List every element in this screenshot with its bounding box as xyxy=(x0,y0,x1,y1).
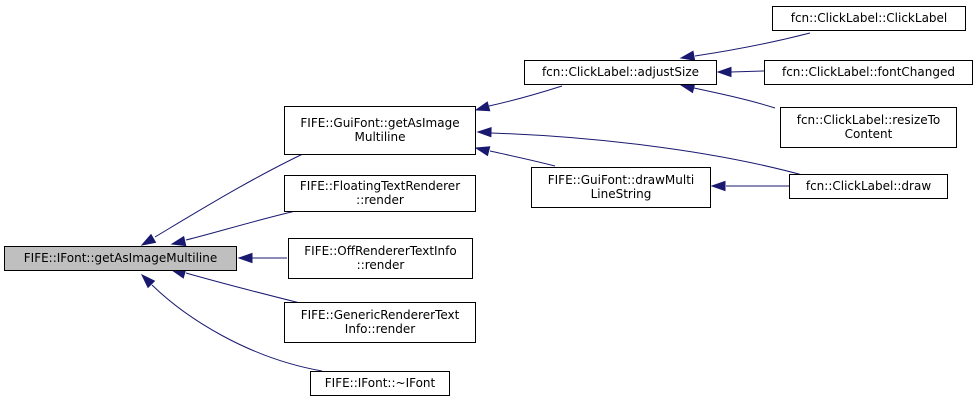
node-root[interactable]: FIFE::IFont::getAsImageMultiline xyxy=(4,246,237,271)
edge-line xyxy=(694,32,811,57)
node-adjustsize[interactable]: fcn::ClickLabel::adjustSize xyxy=(524,60,717,85)
nodes-layer: FIFE::IFont::getAsImageMultiline FIFE::Gu… xyxy=(4,6,973,396)
edge-arrowhead xyxy=(710,180,726,192)
node-fontchanged[interactable]: fcn::ClickLabel::fontChanged xyxy=(764,60,973,85)
edge-arrowhead xyxy=(679,50,696,61)
node-label-line: FIFE::GenericRendererText xyxy=(301,308,460,322)
node-box xyxy=(288,238,473,279)
edge-line xyxy=(693,87,776,109)
node-offrenderer[interactable]: FIFE::OffRendererTextInfo::render xyxy=(288,238,473,279)
edge-offrenderer-to-root xyxy=(237,252,287,264)
edge-line xyxy=(730,70,765,73)
edge-draw-to-guifont_getasimage xyxy=(476,127,807,177)
node-clicklabel_ctor[interactable]: fcn::ClickLabel::ClickLabel xyxy=(772,6,966,31)
node-floating[interactable]: FIFE::FloatingTextRenderer::render xyxy=(284,175,476,212)
node-label-line: fcn::ClickLabel::fontChanged xyxy=(782,65,955,79)
node-label-line: Content xyxy=(845,127,893,141)
node-label-line: fcn::ClickLabel::resizeTo xyxy=(797,113,941,127)
edge-line xyxy=(185,209,301,241)
node-label-line: fcn::ClickLabel::adjustSize xyxy=(542,65,699,79)
edge-arrowhead xyxy=(474,101,491,112)
node-label-line: ::render xyxy=(356,193,404,207)
node-box xyxy=(772,6,966,31)
edge-arrowhead xyxy=(716,66,732,78)
edge-ifont_dtor-to-root xyxy=(140,273,323,372)
edge-floating-to-root xyxy=(170,209,301,247)
edge-clicklabel_ctor-to-adjustsize xyxy=(679,32,811,61)
node-box xyxy=(284,175,476,212)
node-box xyxy=(284,106,476,155)
edge-arrowhead xyxy=(140,233,157,246)
edge-arrowhead xyxy=(476,127,492,138)
edge-adjustsize-to-guifont_getasimage xyxy=(474,85,563,112)
edge-line xyxy=(488,85,563,107)
edge-line xyxy=(151,284,323,372)
edge-line xyxy=(489,150,556,167)
edge-fontchanged-to-adjustsize xyxy=(716,66,765,78)
node-label-line: FIFE::IFont::~IFont xyxy=(325,376,436,390)
node-label-line: FIFE::GuiFont::getAsImage xyxy=(300,116,459,130)
edge-line xyxy=(185,272,301,304)
node-label-line: ::render xyxy=(357,258,405,272)
node-box xyxy=(780,107,957,148)
edge-arrowhead xyxy=(170,235,187,247)
node-box xyxy=(310,371,450,396)
node-ifont_dtor[interactable]: FIFE::IFont::~IFont xyxy=(310,371,450,396)
edge-line xyxy=(154,146,319,238)
node-label-line: FIFE::GuiFont::drawMulti xyxy=(548,173,695,187)
edges-layer xyxy=(140,32,811,372)
node-box xyxy=(531,167,711,208)
node-box xyxy=(764,60,973,85)
edge-line xyxy=(490,132,807,177)
node-guifont_getasimage[interactable]: FIFE::GuiFont::getAsImageMultiline xyxy=(284,106,476,155)
edge-arrowhead xyxy=(237,252,253,264)
node-label-line: LineString xyxy=(591,187,652,201)
node-label-line: fcn::ClickLabel::draw xyxy=(806,179,931,193)
edge-generic-to-root xyxy=(170,268,301,304)
node-box xyxy=(284,302,476,343)
edge-draw-to-drawmulti xyxy=(710,180,789,192)
node-label-line: Info::render xyxy=(345,322,415,336)
edge-guifont_getasimage-to-root xyxy=(140,146,319,246)
node-box xyxy=(4,246,237,271)
node-draw[interactable]: fcn::ClickLabel::draw xyxy=(789,174,948,199)
node-box xyxy=(524,60,717,85)
node-label-line: FIFE::OffRendererTextInfo xyxy=(304,244,456,258)
node-label-line: FIFE::IFont::getAsImageMultiline xyxy=(24,251,218,265)
edge-arrowhead xyxy=(474,146,491,157)
edge-resizeto-to-adjustsize xyxy=(679,83,776,109)
node-label-line: fcn::ClickLabel::ClickLabel xyxy=(791,11,948,25)
node-label-line: FIFE::FloatingTextRenderer xyxy=(300,179,460,193)
edge-arrowhead xyxy=(679,83,696,94)
node-label-line: Multiline xyxy=(355,130,406,144)
edge-drawmulti-to-guifont_getasimage xyxy=(474,146,556,167)
edge-arrowhead xyxy=(140,273,156,289)
node-box xyxy=(789,174,948,199)
